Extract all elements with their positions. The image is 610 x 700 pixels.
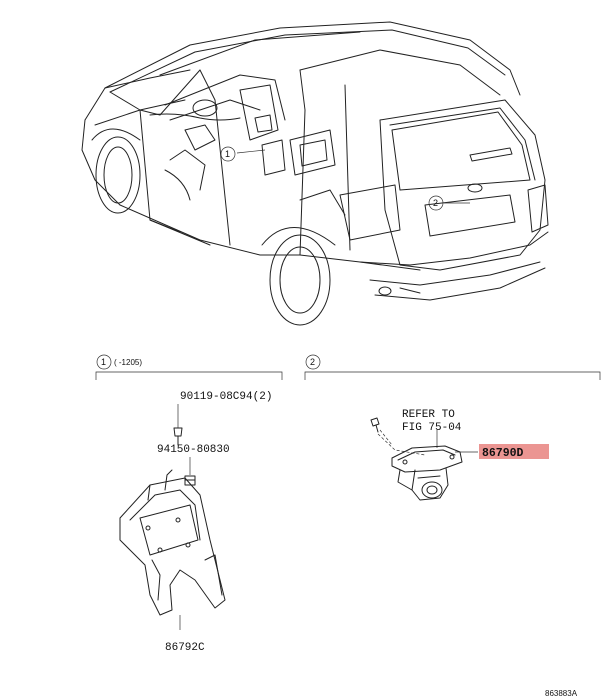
part-bracket-label: 86792C [165,642,205,654]
section-2: 2 REFER TO FIG 75-04 86790D [304,354,601,501]
callout-2-label: 2 [433,198,438,208]
refer-line-1: REFER TO [402,409,455,421]
refer-line-2: FIG 75-04 [402,422,462,434]
screw-icon [370,417,380,433]
section-1-number: 1 [101,357,106,367]
section-1-range: ( -1205) [114,358,142,367]
bracket-icon [119,469,226,616]
camera-icon [391,445,463,501]
part-camera-label: 86790D [482,447,524,460]
callout-1: 1 [220,146,266,162]
callout-1-label: 1 [225,149,230,159]
figure-code: 863883A [545,689,578,698]
callout-2: 2 [428,195,470,211]
part-bolt-label: 90119-08C94(2) [180,391,272,403]
camera-part-highlight [479,444,549,459]
section-2-number: 2 [310,357,315,367]
bolt-icon [173,427,183,446]
section-1: 1 ( -1205) 90119-08C94(2) 94150-80830 [95,354,283,654]
vehicle-illustration [81,21,549,326]
part-clip-label: 94150-80830 [157,444,230,456]
